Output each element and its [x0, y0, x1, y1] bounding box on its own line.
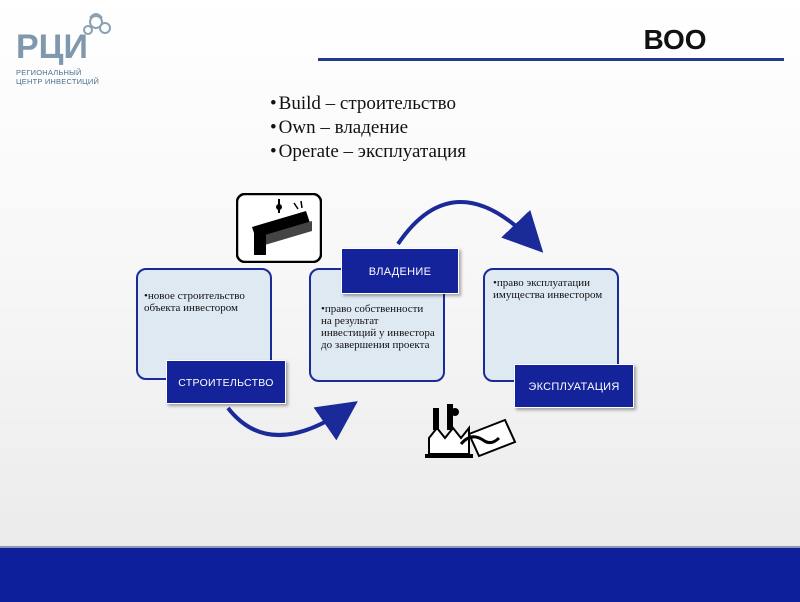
card-construction-text: новое строительство объекта инвестором [144, 290, 264, 314]
arrow-own-to-operate [398, 202, 535, 244]
card-operation-text: право эксплуатации имущества инвестором [493, 277, 609, 301]
label-ownership: ВЛАДЕНИЕ [341, 248, 459, 294]
factory-handshake-icon [425, 398, 517, 472]
label-construction: СТРОИТЕЛЬСТВО [166, 360, 286, 404]
construction-beam-icon [236, 193, 322, 263]
arrow-build-to-own [228, 408, 348, 435]
footer-bar [0, 546, 800, 602]
card-ownership-text: право собственности на результат инвести… [321, 303, 435, 351]
label-operation: ЭКСПЛУАТАЦИЯ [514, 364, 634, 408]
